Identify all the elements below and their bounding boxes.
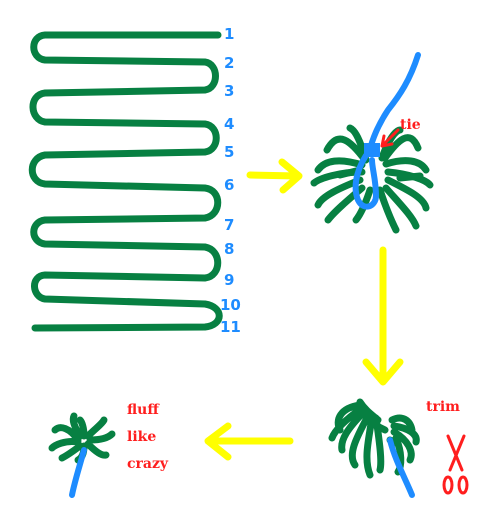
arrow-left — [204, 422, 294, 461]
arrow-down — [362, 246, 404, 386]
tie-pointer-arrow — [380, 128, 400, 148]
arrow-right — [246, 158, 303, 194]
wrapped-yarn — [28, 31, 223, 332]
knot — [364, 143, 380, 157]
cut-string — [387, 437, 415, 498]
tie-label: tie — [400, 117, 421, 133]
fluff-label-line1: fluff — [127, 402, 159, 418]
tie-string — [352, 52, 421, 210]
wrap-number-7: 7 — [224, 216, 235, 234]
wrap-number-11: 11 — [220, 318, 241, 336]
wrap-number-8: 8 — [224, 240, 235, 258]
wrap-number-2: 2 — [224, 54, 235, 72]
wrap-number-9: 9 — [224, 271, 235, 289]
wrap-number-1: 1 — [224, 25, 235, 43]
fluffed-string — [69, 447, 87, 498]
wrap-number-3: 3 — [224, 82, 235, 100]
wrap-number-6: 6 — [224, 176, 235, 194]
wrap-number-4: 4 — [224, 115, 235, 133]
wrap-number-10: 10 — [220, 296, 241, 314]
trim-label: trim — [426, 399, 460, 415]
cut-pompom — [328, 398, 420, 479]
scissors-icon — [442, 434, 469, 495]
wrap-number-5: 5 — [224, 143, 235, 161]
fluff-label-line2: like — [127, 429, 157, 445]
fluff-label-line3: crazy — [127, 456, 169, 472]
